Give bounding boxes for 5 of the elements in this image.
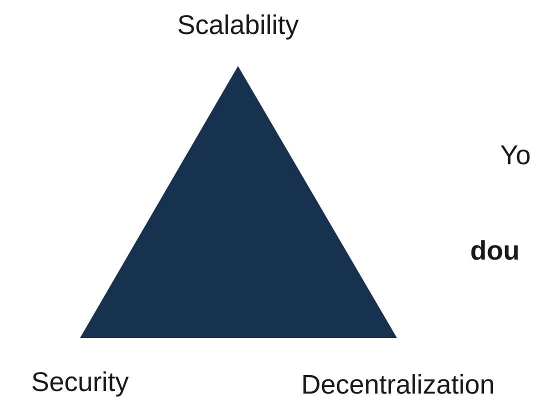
label: Scalability [178,14,299,40]
label: dou [471,240,518,260]
label: Yo [500,146,530,164]
label: Security [32,371,129,397]
label: Decentralization [303,374,494,394]
